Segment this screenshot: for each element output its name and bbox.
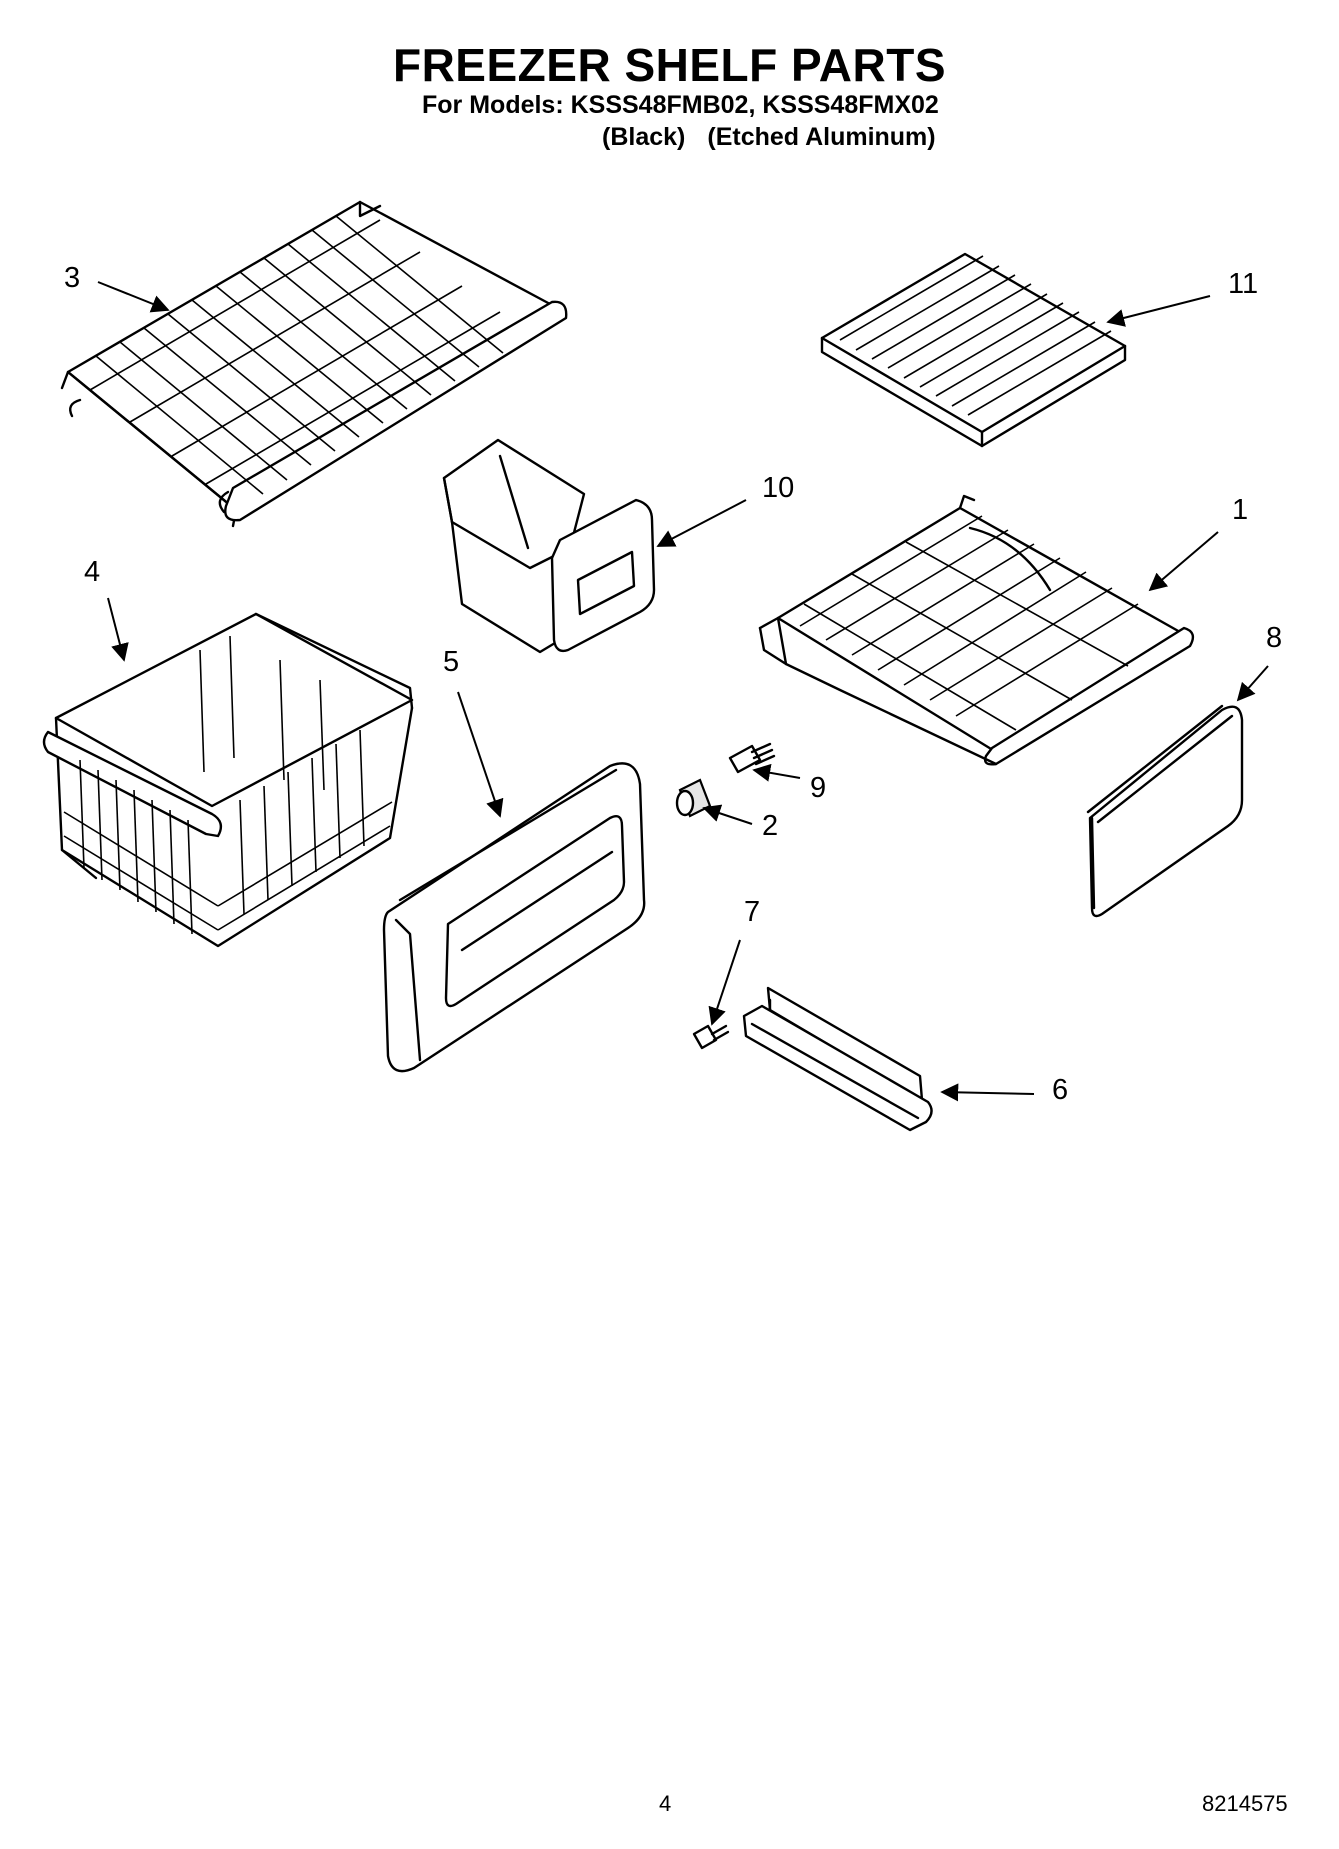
part-9-screw bbox=[728, 742, 776, 774]
part-1-shelf-assembly bbox=[758, 494, 1195, 766]
variant-etched-aluminum: (Etched Aluminum) bbox=[707, 123, 936, 151]
callout-3: 3 bbox=[64, 262, 81, 294]
page-number: 4 bbox=[659, 1791, 672, 1816]
variant-black: (Black) bbox=[602, 123, 686, 151]
part-7-screw bbox=[692, 1024, 730, 1050]
callout-2: 2 bbox=[762, 810, 779, 842]
models-line: For Models: KSSS48FMB02, KSSS48FMX02 bbox=[422, 91, 939, 119]
part-8-panel bbox=[1086, 704, 1244, 918]
callout-11: 11 bbox=[1228, 268, 1259, 300]
part-2-spacer bbox=[675, 778, 712, 818]
part-6-rail-trim bbox=[742, 986, 933, 1132]
part-3-wire-shelf bbox=[60, 200, 568, 528]
model-variants: (Black) (Etched Aluminum) bbox=[602, 123, 958, 152]
callout-7: 7 bbox=[744, 896, 761, 928]
document-number: 8214575 bbox=[1202, 1791, 1288, 1816]
part-11-shelf-panel bbox=[820, 252, 1127, 448]
callout-4: 4 bbox=[84, 556, 101, 588]
part-10-bin bbox=[442, 438, 656, 654]
callout-5: 5 bbox=[443, 646, 460, 678]
part-4-wire-basket bbox=[42, 612, 414, 948]
page-title: FREEZER SHELF PARTS bbox=[392, 39, 946, 91]
callout-8: 8 bbox=[1266, 622, 1283, 654]
callout-6: 6 bbox=[1052, 1074, 1069, 1106]
callout-9: 9 bbox=[810, 772, 827, 804]
part-5-drawer-front bbox=[382, 762, 646, 1073]
leader-arrows bbox=[97, 281, 1269, 1102]
callout-10: 10 bbox=[762, 472, 795, 504]
callout-1: 1 bbox=[1232, 494, 1249, 526]
